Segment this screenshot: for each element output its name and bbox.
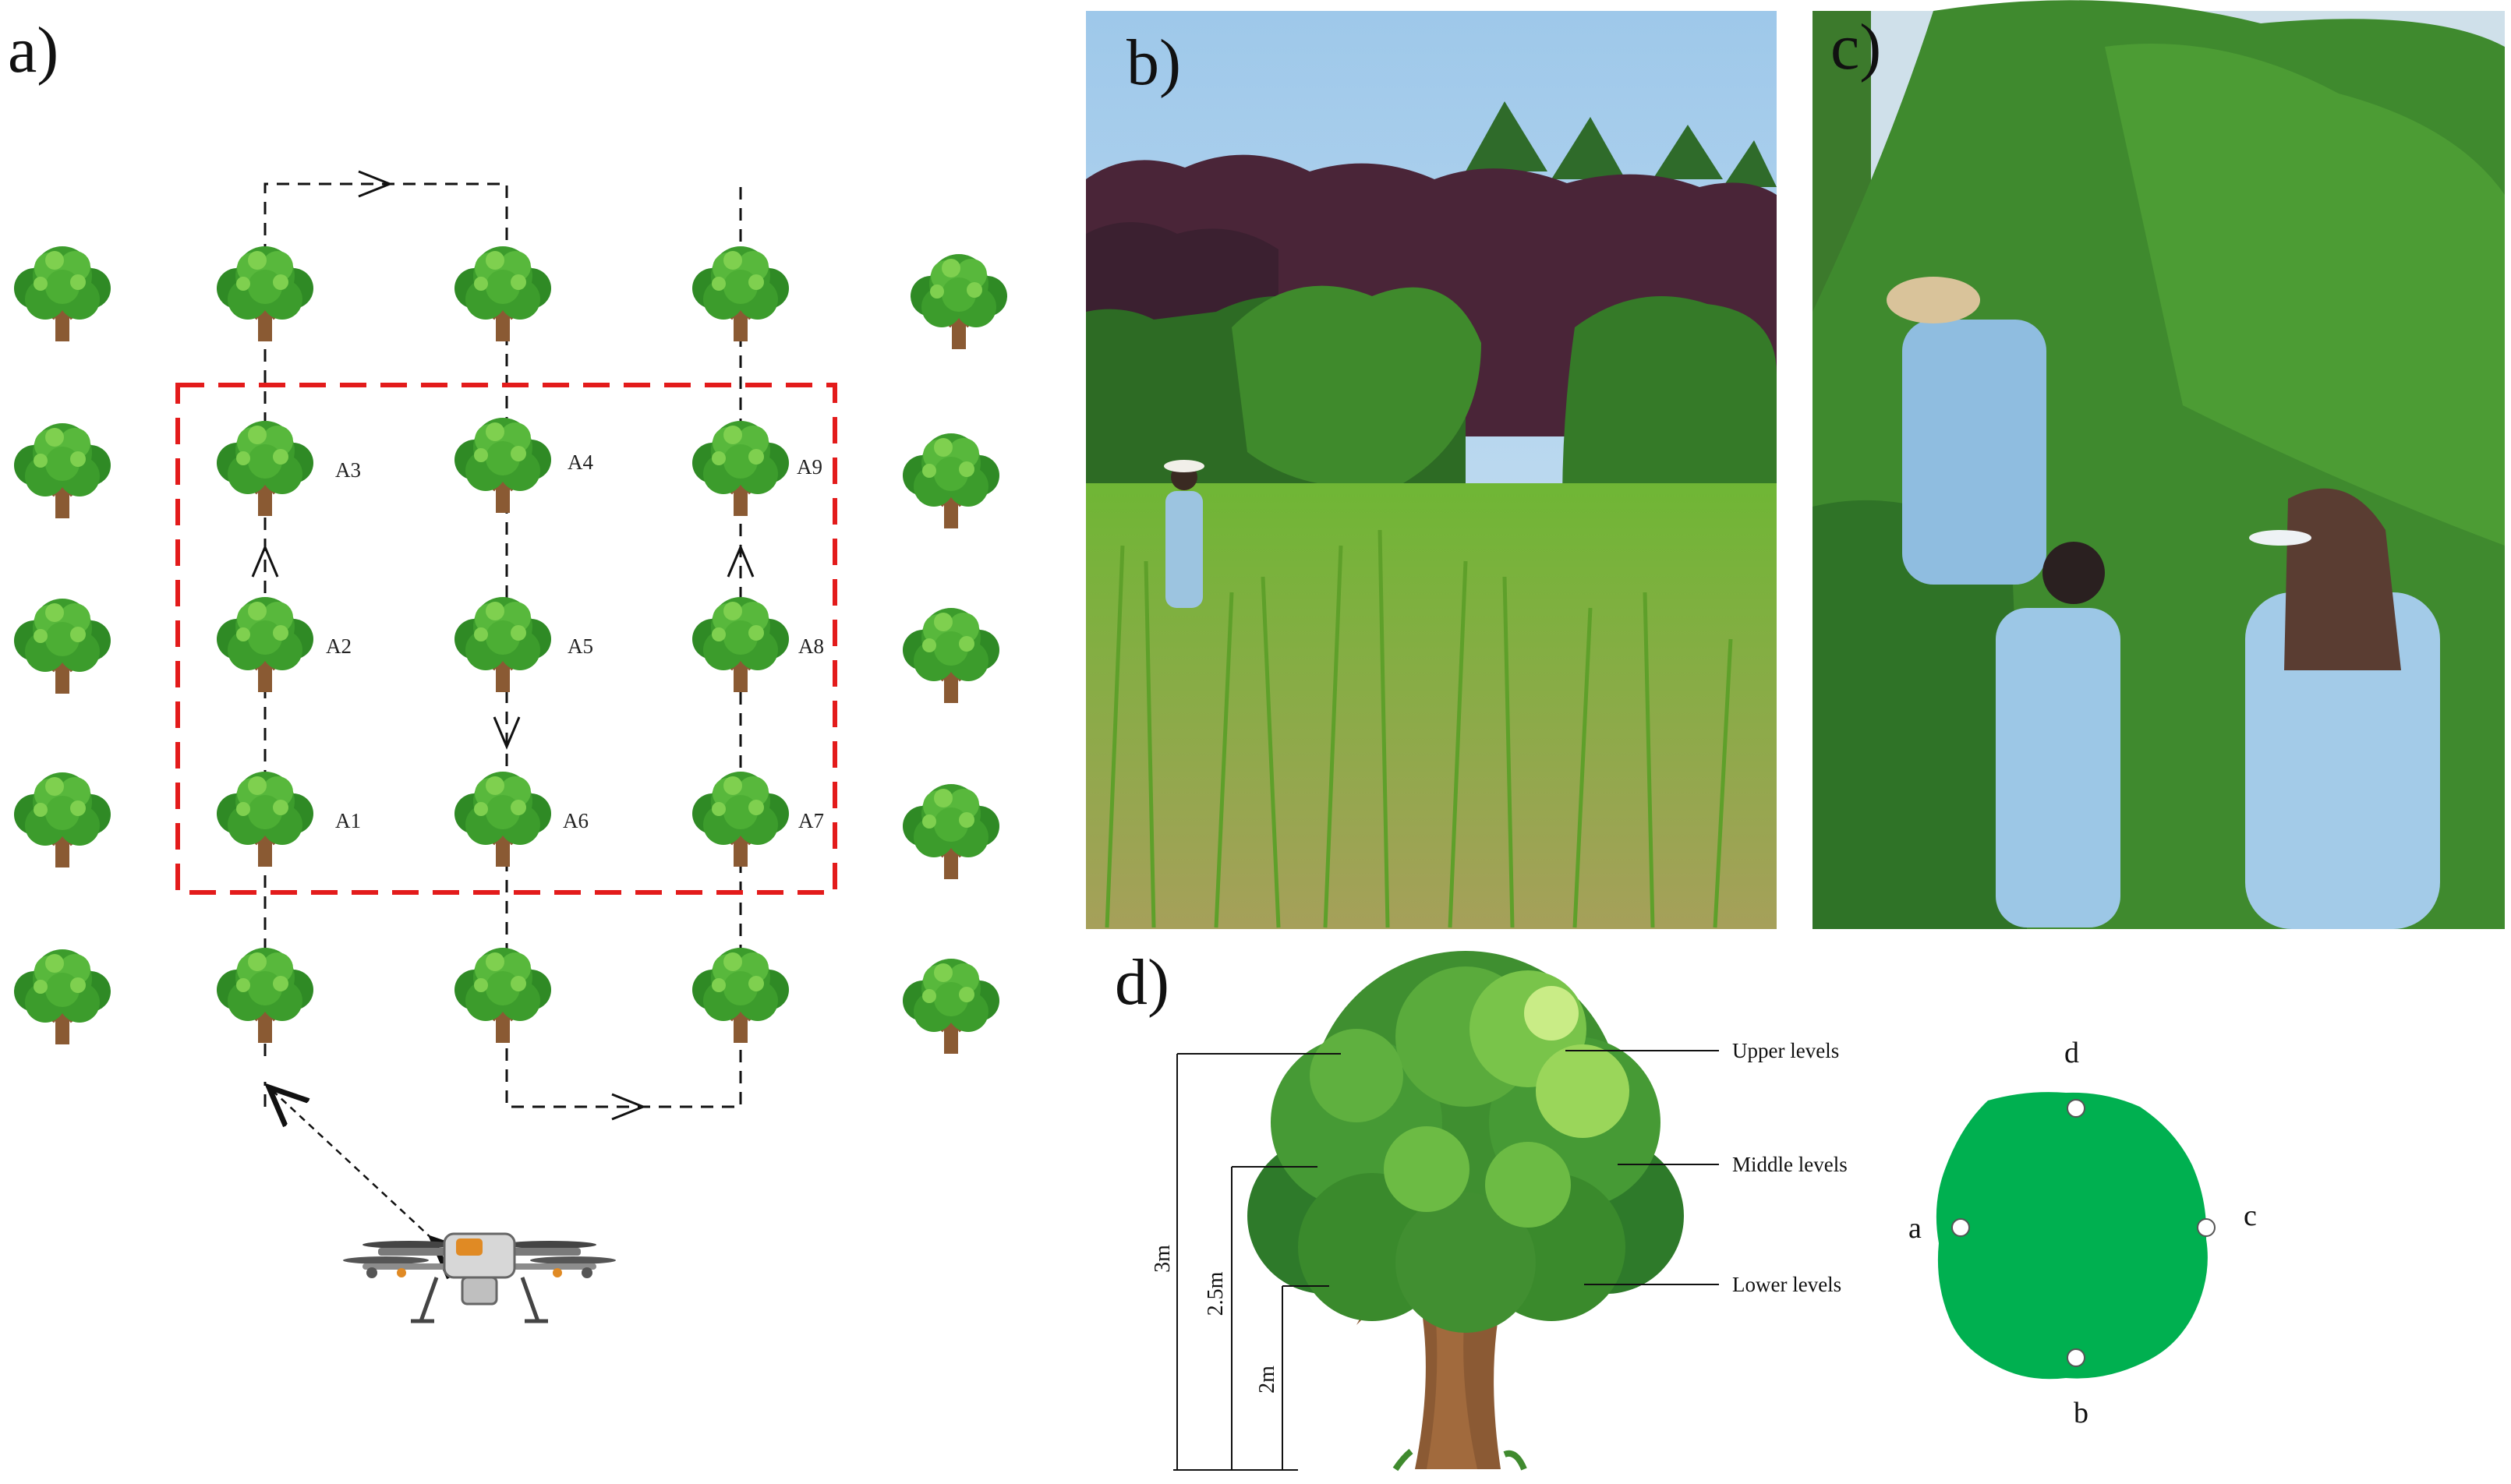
point-label-a: a xyxy=(1908,1212,1922,1245)
upper-levels-label: Upper levels xyxy=(1732,1039,1839,1062)
tree-icon xyxy=(217,421,313,516)
height-dimension-lines xyxy=(1173,1053,1341,1471)
level-leader-lines xyxy=(1565,1050,1719,1285)
tree-icon xyxy=(692,597,789,692)
tree-label-a2: A2 xyxy=(326,634,352,658)
tree-label-a7: A7 xyxy=(798,809,824,832)
sampling-area-box xyxy=(175,383,837,895)
tree-icon xyxy=(14,772,111,867)
tree-icon xyxy=(692,421,789,516)
tree-label-a3: A3 xyxy=(335,458,361,482)
tree-icon xyxy=(14,423,111,518)
sample-point-a xyxy=(1951,1218,1970,1237)
tree-icon xyxy=(454,597,551,692)
tree-label-a9: A9 xyxy=(797,455,822,479)
person-on-ladder xyxy=(1887,277,2046,585)
tree-icon xyxy=(454,948,551,1043)
tree-label-a6: A6 xyxy=(563,809,589,832)
tree-icon xyxy=(454,772,551,867)
height-label-2-5m: 2.5m xyxy=(1204,1271,1228,1316)
tree-icon xyxy=(14,949,111,1044)
tree-icon xyxy=(217,772,313,867)
tree-icon xyxy=(454,246,551,341)
point-label-d: d xyxy=(2064,1037,2079,1069)
height-label-3m: 3m xyxy=(1151,1245,1175,1273)
tree-label-a8: A8 xyxy=(798,634,824,658)
panel-label-c: c) xyxy=(1830,11,1881,83)
tree-icon xyxy=(14,599,111,694)
point-label-b: b xyxy=(2074,1397,2088,1429)
tree-grid xyxy=(14,246,1007,1054)
tree-label-a4: A4 xyxy=(568,450,593,474)
photo-sampling-team xyxy=(1813,0,2505,930)
height-label-2m: 2m xyxy=(1255,1366,1279,1394)
tree-icon xyxy=(692,948,789,1043)
point-label-c: c xyxy=(2244,1200,2257,1232)
tree-icon xyxy=(14,246,111,341)
panel-label-b: b) xyxy=(1126,26,1181,99)
person-in-lab-coat xyxy=(1164,460,1204,608)
person-center xyxy=(1996,542,2120,928)
sample-point-d xyxy=(2067,1099,2085,1118)
canopy-top-view xyxy=(1936,1092,2216,1380)
sample-point-c xyxy=(2197,1218,2216,1237)
drone-illustration xyxy=(343,1232,616,1323)
tree-icon xyxy=(911,254,1007,349)
tree-icon xyxy=(454,418,551,513)
person-right xyxy=(2245,488,2440,929)
panel-label-d: d) xyxy=(1115,946,1169,1019)
tree-label-a5: A5 xyxy=(568,634,593,658)
tree-icon xyxy=(692,246,789,341)
tree-icon xyxy=(217,597,313,692)
tree-icon xyxy=(692,772,789,867)
sample-point-b xyxy=(2067,1348,2085,1367)
flight-direction-arrows xyxy=(251,170,755,1121)
panel-label-a: a) xyxy=(8,14,58,87)
tree-icon xyxy=(903,784,999,879)
tree-icon xyxy=(903,959,999,1054)
tree-icon xyxy=(903,433,999,528)
drone-link xyxy=(269,1087,433,1239)
tree-label-a1: A1 xyxy=(335,809,361,832)
lower-levels-label: Lower levels xyxy=(1732,1273,1841,1296)
photo-orchard-row xyxy=(1086,11,1777,929)
large-tree-illustration xyxy=(1247,951,1684,1472)
tree-icon xyxy=(217,246,313,341)
tree-labels: A3 A4 A9 A2 A5 A8 A1 A6 A7 xyxy=(326,450,824,832)
tree-icon xyxy=(217,948,313,1043)
middle-levels-label: Middle levels xyxy=(1732,1153,1848,1176)
tree-icon xyxy=(903,608,999,703)
